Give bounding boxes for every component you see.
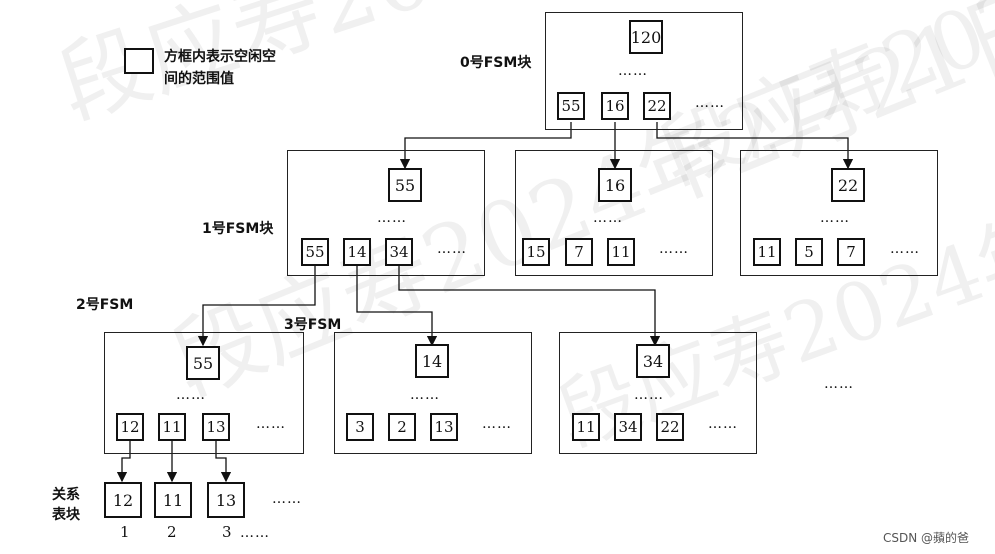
- relation-block-1: 12: [104, 482, 142, 518]
- ellipsis: ……: [890, 241, 920, 257]
- ellipsis: ……: [240, 525, 270, 541]
- ellipsis: ……: [820, 210, 850, 226]
- fsm-block-3-label: 3号FSM: [284, 317, 342, 333]
- ellipsis: ……: [272, 491, 302, 507]
- legend-text-line2: 间的范围值: [164, 71, 234, 87]
- fsm-block-2-label: 2号FSM: [76, 297, 134, 313]
- credit-text: CSDN @蘋的爸: [882, 531, 969, 545]
- fsm-block-16: [515, 150, 713, 276]
- ellipsis: ……: [708, 416, 738, 432]
- fsm-block-16-child-1: 15: [522, 238, 550, 266]
- fsm-block-34-root-value: 34: [636, 344, 670, 378]
- fsm-block-22: [740, 150, 938, 276]
- fsm-block-16-child-3: 11: [607, 238, 635, 266]
- fsm-block-1: [287, 150, 485, 276]
- fsm-block-2-root-value: 55: [186, 346, 220, 380]
- relation-label-line1: 关系: [52, 487, 80, 503]
- fsm-block-1-child-1: 55: [301, 238, 329, 266]
- legend-box: [124, 48, 154, 74]
- ellipsis: ……: [437, 241, 467, 257]
- fsm-block-22-root-value: 22: [831, 168, 865, 202]
- fsm-block-3-child-3: 13: [430, 413, 458, 441]
- ellipsis: ……: [377, 210, 407, 226]
- fsm-block-1-label: 1号FSM块: [202, 221, 274, 237]
- fsm-block-0-child-3: 22: [643, 92, 671, 120]
- fsm-block-1-root-value: 55: [388, 168, 422, 202]
- ellipsis: ……: [482, 416, 512, 432]
- ellipsis: ……: [593, 210, 623, 226]
- fsm-block-34-child-3: 22: [656, 413, 684, 441]
- relation-block-number-1: 1: [120, 523, 130, 541]
- fsm-block-2-child-3: 13: [202, 413, 230, 441]
- fsm-block-34-child-1: 11: [572, 413, 600, 441]
- fsm-block-1-child-2: 14: [343, 238, 371, 266]
- fsm-block-2-child-1: 12: [116, 413, 144, 441]
- fsm-block-16-root-value: 16: [598, 168, 632, 202]
- ellipsis: ……: [176, 387, 206, 403]
- fsm-block-34: [559, 332, 757, 454]
- fsm-block-2-child-2: 11: [158, 413, 186, 441]
- fsm-block-0-root-value: 120: [629, 20, 663, 54]
- fsm-block-3-root-value: 14: [415, 344, 449, 378]
- ellipsis: ……: [659, 241, 689, 257]
- relation-block-3: 13: [207, 482, 245, 518]
- ellipsis: ……: [824, 376, 854, 392]
- ellipsis: ……: [256, 416, 286, 432]
- relation-block-number-2: 2: [167, 523, 177, 541]
- relation-block-2: 11: [154, 482, 192, 518]
- fsm-block-22-child-2: 5: [795, 238, 823, 266]
- ellipsis: ……: [618, 63, 648, 79]
- fsm-block-0-child-1: 55: [557, 92, 585, 120]
- fsm-block-3: [334, 332, 532, 454]
- relation-label-line2: 表块: [52, 507, 80, 523]
- relation-block-number-3: 3: [222, 523, 232, 541]
- fsm-block-1-child-3: 34: [385, 238, 413, 266]
- legend-text-line1: 方框内表示空闲空: [164, 49, 276, 65]
- fsm-block-16-child-2: 7: [565, 238, 593, 266]
- fsm-block-3-child-1: 3: [346, 413, 374, 441]
- ellipsis: ……: [634, 387, 664, 403]
- fsm-block-22-child-3: 7: [837, 238, 865, 266]
- fsm-block-3-child-2: 2: [388, 413, 416, 441]
- fsm-block-0-label: 0号FSM块: [460, 55, 532, 71]
- fsm-block-0-child-2: 16: [601, 92, 629, 120]
- fsm-block-0: [545, 12, 743, 130]
- ellipsis: ……: [410, 387, 440, 403]
- fsm-block-2: [104, 332, 304, 454]
- fsm-block-22-child-1: 11: [753, 238, 781, 266]
- fsm-block-34-child-2: 34: [614, 413, 642, 441]
- ellipsis: ……: [695, 95, 725, 111]
